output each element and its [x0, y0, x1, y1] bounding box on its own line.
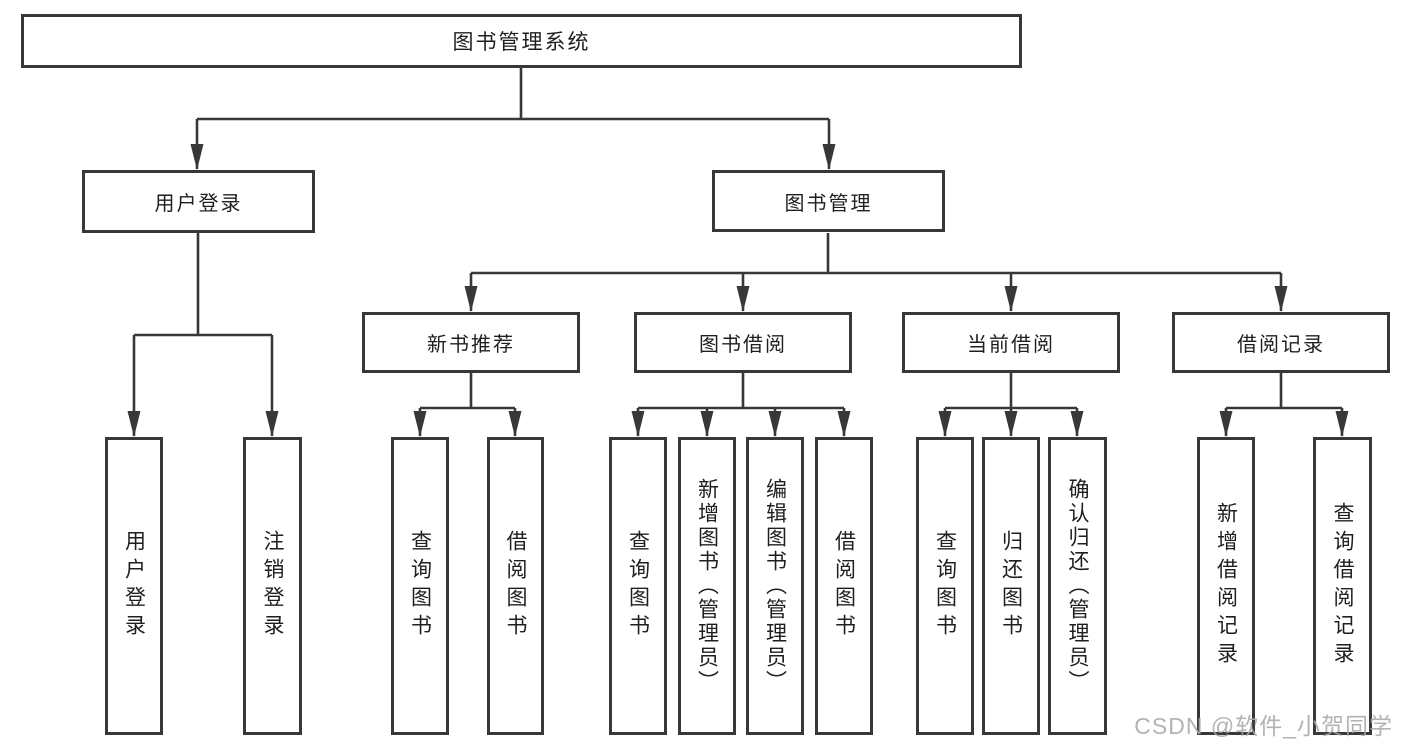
node-root-system: 图书管理系统	[21, 14, 1022, 68]
leaf-user-login: 用户登录	[105, 437, 163, 735]
node-new-book-recommend: 新书推荐	[362, 312, 580, 373]
node-book-management: 图书管理	[712, 170, 945, 232]
leaf-logout: 注销登录	[243, 437, 302, 735]
node-borrow-records: 借阅记录	[1172, 312, 1390, 373]
node-book-borrow: 图书借阅	[634, 312, 852, 373]
leaf-edit-books-admin: 编辑图书（管理员）	[746, 437, 804, 735]
leaf-query-books-current: 查询图书	[916, 437, 974, 735]
csdn-watermark: CSDN @软件_小贺同学	[1134, 713, 1393, 739]
leaf-query-books-recommend: 查询图书	[391, 437, 449, 735]
leaf-add-books-admin: 新增图书（管理员）	[678, 437, 736, 735]
leaf-query-borrow-record: 查询借阅记录	[1313, 437, 1372, 735]
leaf-query-books-borrow: 查询图书	[609, 437, 667, 735]
leaf-borrow-books-recommend: 借阅图书	[487, 437, 544, 735]
leaf-add-borrow-record: 新增借阅记录	[1197, 437, 1255, 735]
leaf-return-books: 归还图书	[982, 437, 1040, 735]
node-current-borrow: 当前借阅	[902, 312, 1120, 373]
leaf-confirm-return-admin: 确认归还（管理员）	[1048, 437, 1107, 735]
leaf-borrow-books: 借阅图书	[815, 437, 873, 735]
node-user-login: 用户登录	[82, 170, 315, 233]
